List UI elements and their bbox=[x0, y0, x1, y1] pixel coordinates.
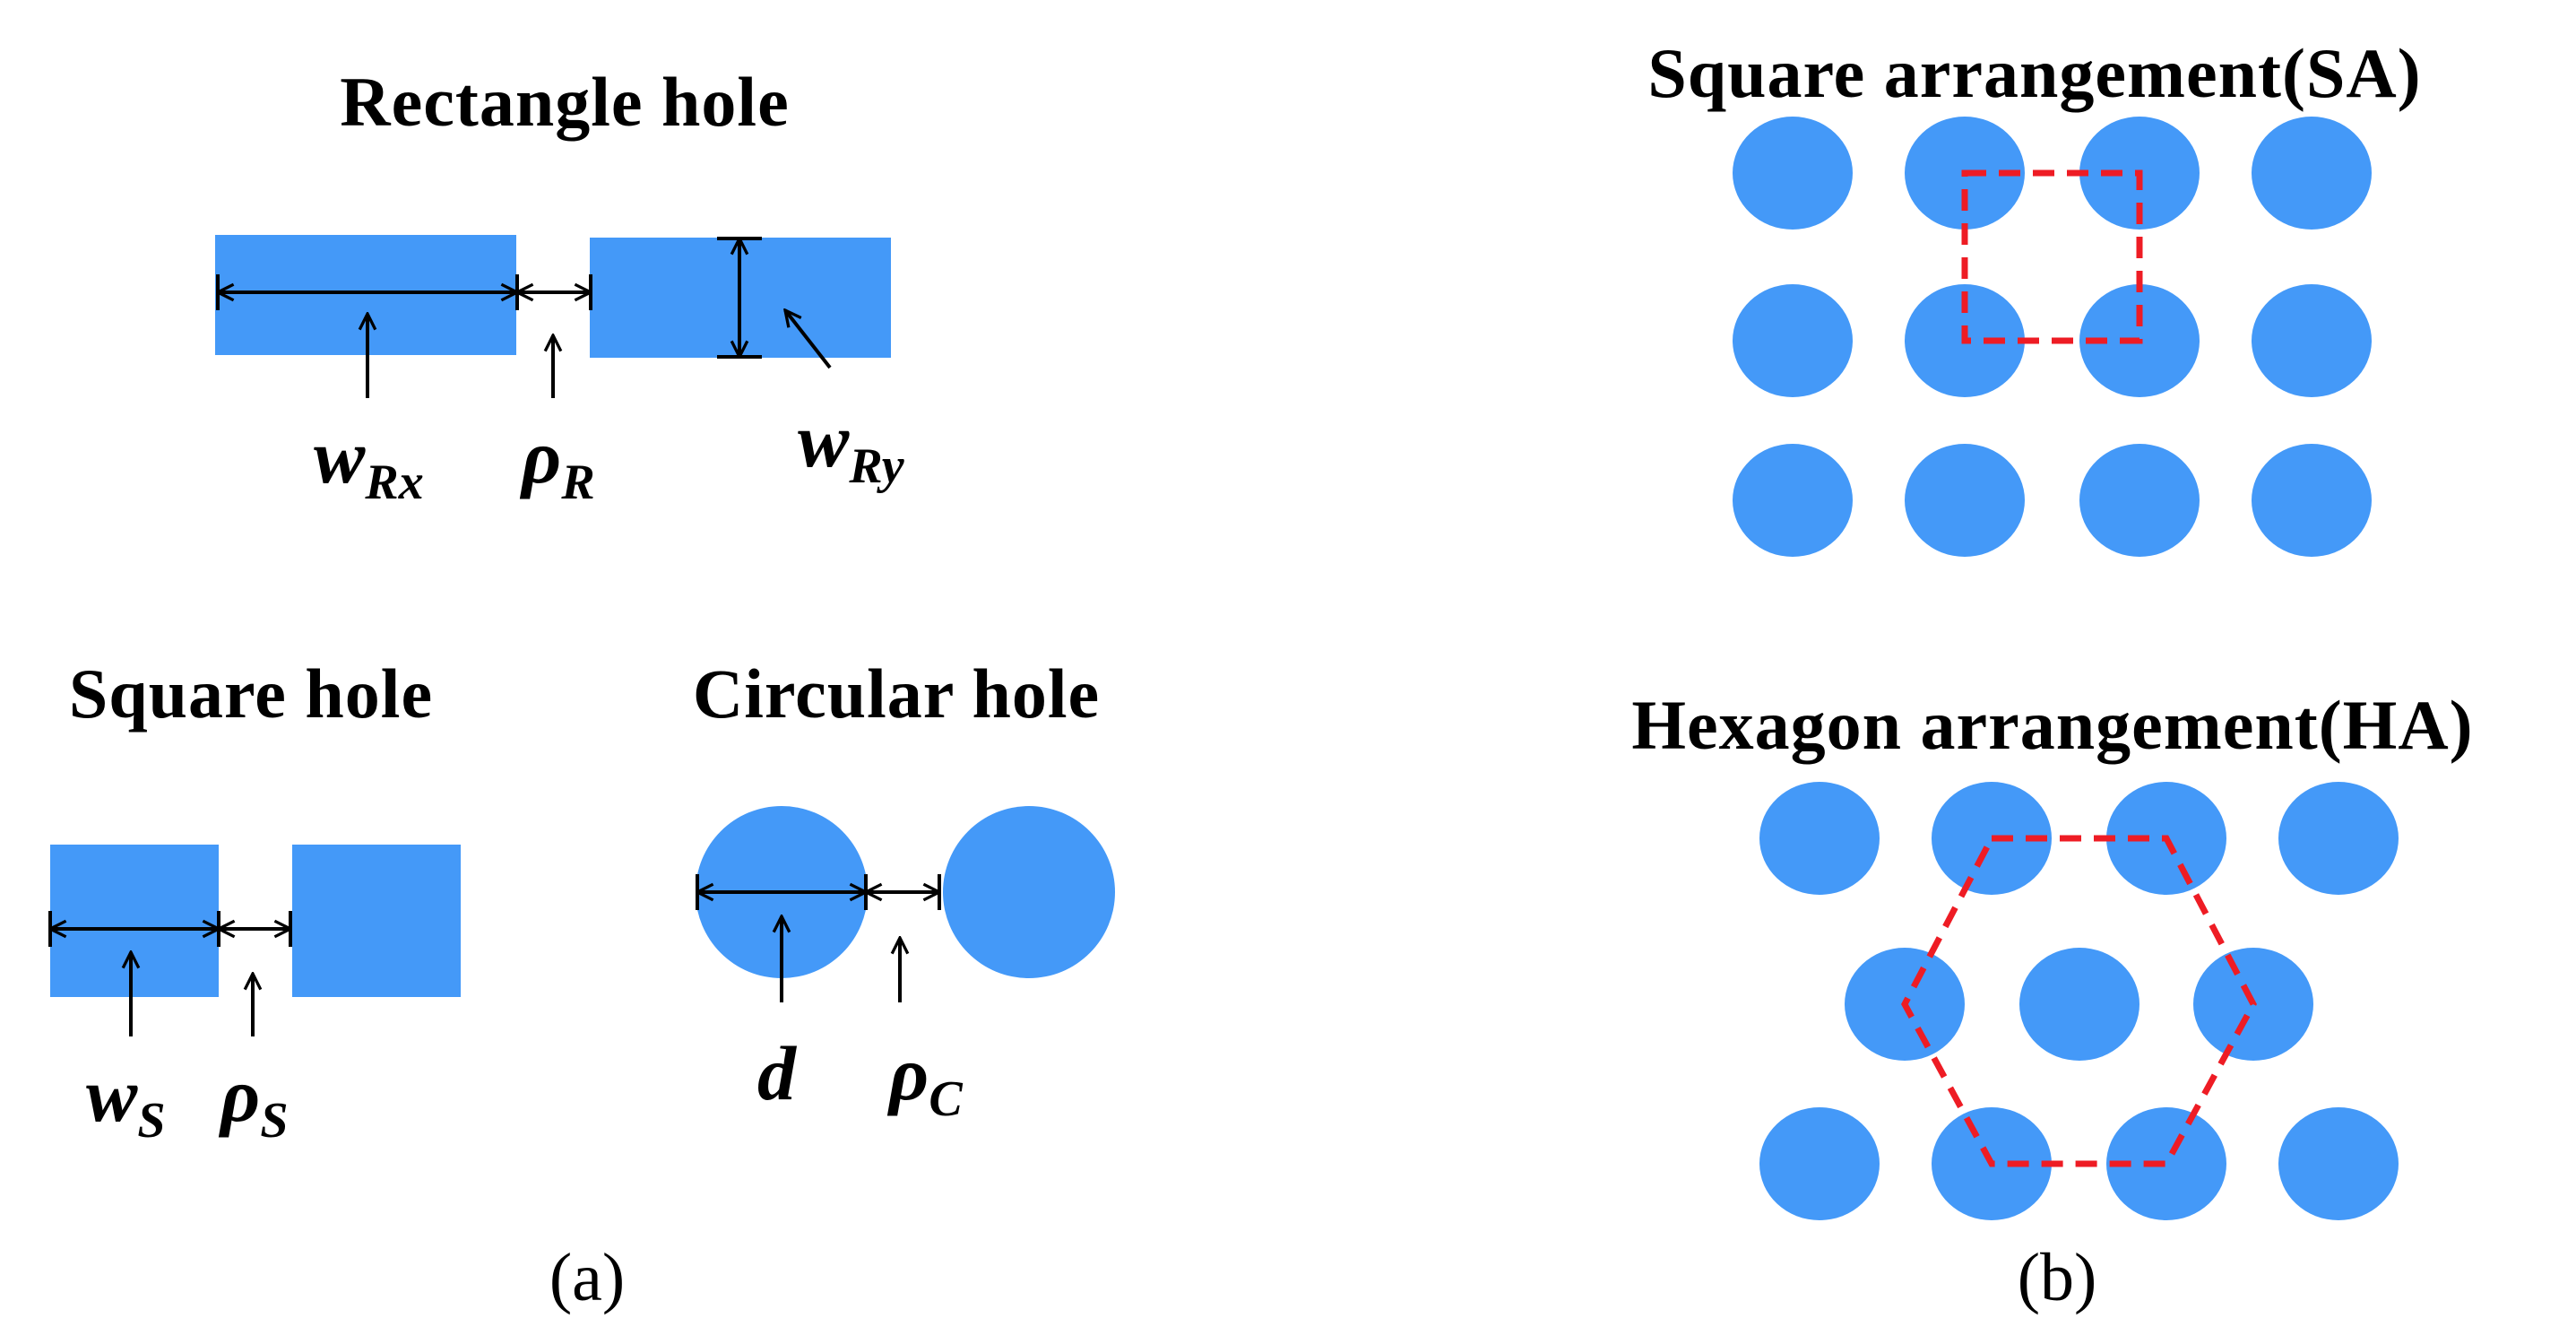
rectangle-hole-title: Rectangle hole bbox=[340, 63, 789, 141]
sa-hole bbox=[2252, 444, 2372, 557]
hexagon-arrangement-group: Hexagon arrangement(HA) bbox=[1631, 686, 2473, 1220]
sa-hole bbox=[2079, 444, 2200, 557]
sa-hole bbox=[1733, 444, 1853, 557]
rectangle-hole-group: Rectangle hole wRx ρR wRy bbox=[215, 63, 905, 510]
square-arrangement-title: Square arrangement(SA) bbox=[1647, 34, 2421, 112]
square-arrangement-group: Square arrangement(SA) bbox=[1647, 34, 2421, 557]
panel-a-label: (a) bbox=[549, 1240, 625, 1315]
ha-hole bbox=[1759, 782, 1880, 895]
ha-unit-cell-outline bbox=[1901, 835, 2257, 1167]
panel-a: Rectangle hole wRx ρR wRy Square h bbox=[50, 63, 1115, 1315]
width-rx-label: wRx bbox=[314, 413, 424, 510]
sa-hole bbox=[2252, 284, 2372, 397]
spacing-c-label: ρC bbox=[886, 1030, 963, 1127]
square-hole-left bbox=[50, 845, 219, 997]
ha-hole bbox=[2278, 782, 2399, 895]
spacing-s-label: ρS bbox=[218, 1052, 288, 1149]
ha-hole bbox=[2106, 1107, 2226, 1220]
square-arrangement-holes bbox=[1733, 117, 2372, 557]
circular-hole-title: Circular hole bbox=[693, 655, 1100, 733]
square-hole-right bbox=[292, 845, 461, 997]
panel-b: Square arrangement(SA) Hexagon arrangeme… bbox=[1631, 34, 2473, 1315]
square-hole-group: Square hole wS ρS bbox=[50, 655, 461, 1149]
circular-hole-group: Circular hole d ρC bbox=[693, 655, 1115, 1127]
sa-hole bbox=[1905, 444, 2025, 557]
circular-hole-right bbox=[943, 806, 1115, 978]
ha-hole bbox=[1759, 1107, 1880, 1220]
sa-unit-cell-outline bbox=[1961, 169, 2143, 344]
height-ry-label: wRy bbox=[798, 397, 905, 494]
sa-hole bbox=[2252, 117, 2372, 230]
sa-hole bbox=[1733, 117, 1853, 230]
square-hole-title: Square hole bbox=[69, 655, 433, 733]
hexagon-arrangement-title: Hexagon arrangement(HA) bbox=[1631, 686, 2473, 764]
panel-b-label: (b) bbox=[2018, 1240, 2097, 1315]
width-s-label: wS bbox=[86, 1052, 166, 1149]
ha-hole bbox=[2278, 1107, 2399, 1220]
hexagon-arrangement-holes bbox=[1759, 782, 2399, 1220]
height-ry-pointer-arrow bbox=[785, 310, 832, 369]
diameter-label: d bbox=[757, 1030, 798, 1116]
spacing-r-label: ρR bbox=[519, 413, 595, 510]
sa-hole bbox=[1733, 284, 1853, 397]
ha-hole bbox=[2019, 948, 2139, 1061]
